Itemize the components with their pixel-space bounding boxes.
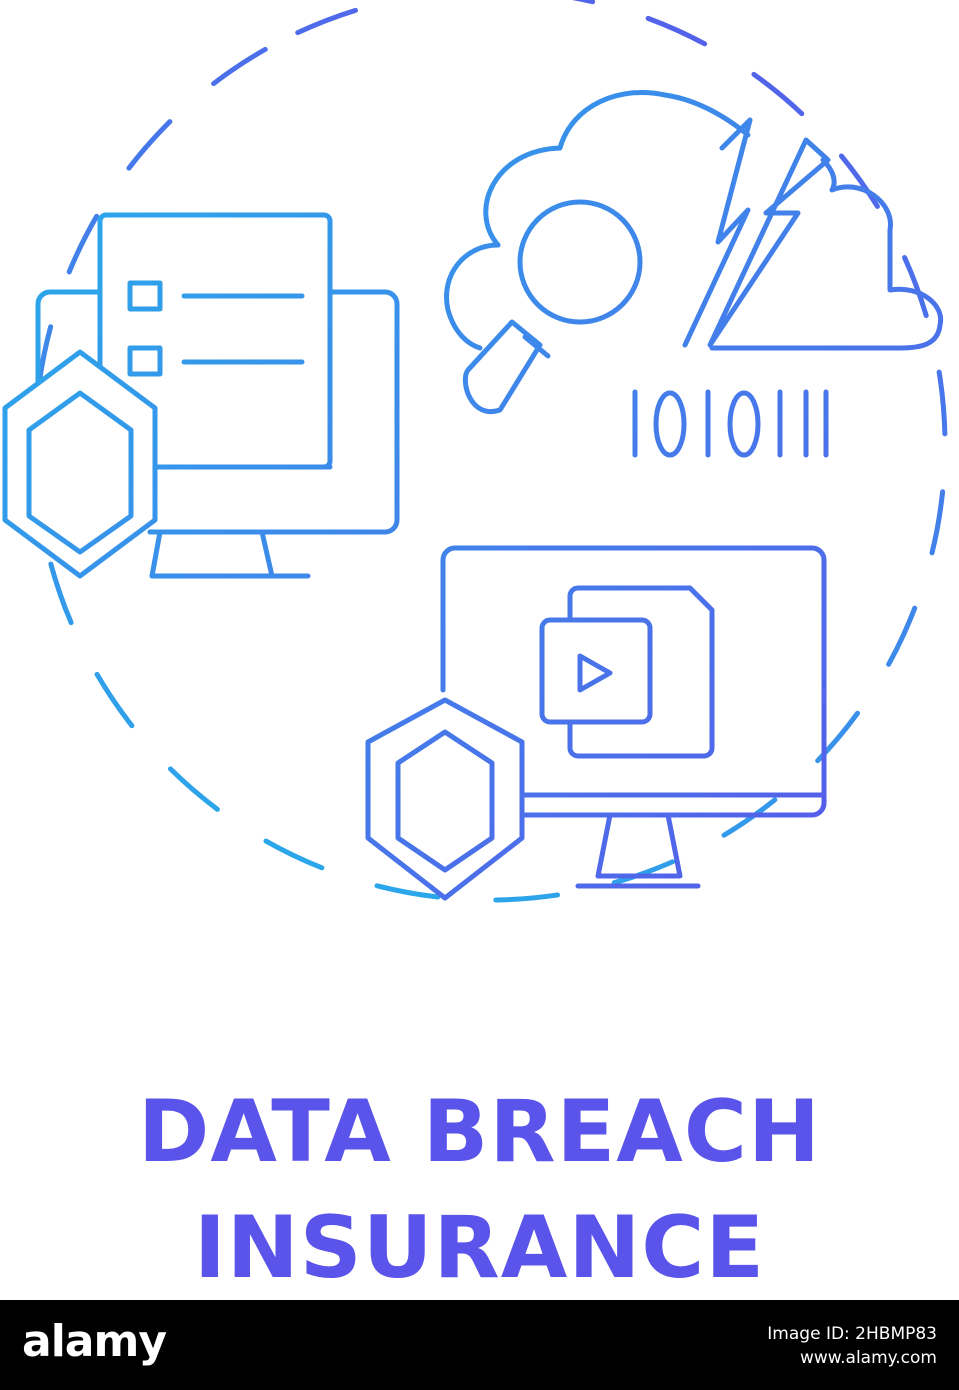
image-id-text: Image ID: 2HBMP83 bbox=[767, 1324, 937, 1344]
dashed-ring bbox=[32, 0, 948, 903]
title-line-2: INSURANCE bbox=[193, 1198, 766, 1298]
site-url-text: www.alamy.com bbox=[799, 1348, 937, 1368]
play-icon bbox=[577, 653, 613, 693]
binary-digits-graphic bbox=[632, 389, 829, 458]
concept-illustration: 101011 bbox=[2, 0, 948, 903]
magnifier-icon bbox=[462, 199, 643, 415]
title-line-1: DATA BREACH bbox=[138, 1082, 821, 1182]
lightning-icon bbox=[682, 117, 831, 348]
shield-icon-bottom bbox=[365, 697, 525, 901]
alamy-logo: alamy bbox=[22, 1316, 167, 1367]
cloud-icon bbox=[444, 89, 944, 351]
shield-icon bbox=[2, 349, 158, 579]
monitor-icon bbox=[440, 545, 827, 889]
video-file-icon bbox=[539, 585, 715, 759]
stock-footer-bar: alamy Image ID: 2HBMP83 www.alamy.com bbox=[0, 1300, 959, 1390]
